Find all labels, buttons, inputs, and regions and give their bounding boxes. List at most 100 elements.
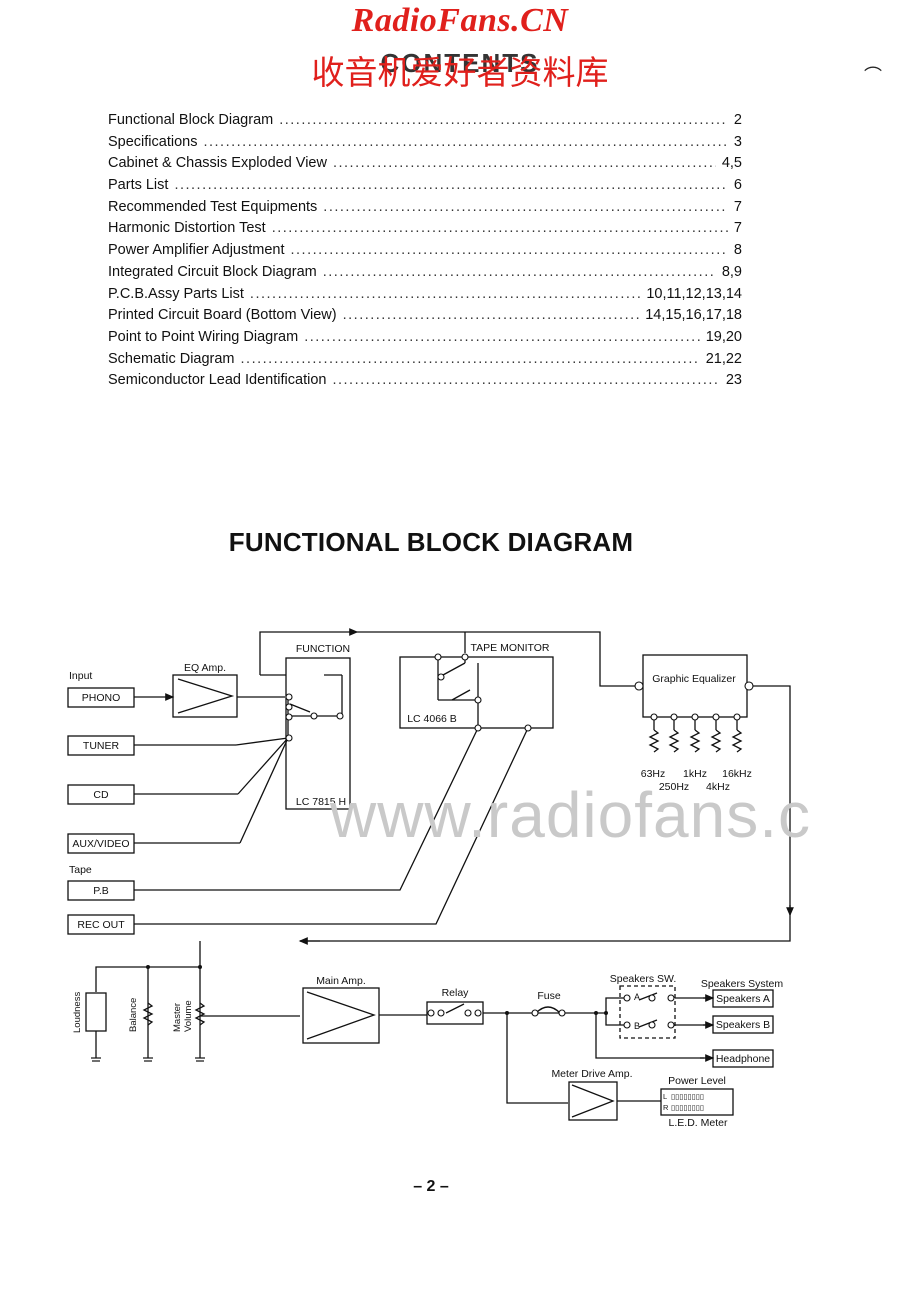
- label-volume: Volume: [183, 1000, 194, 1032]
- toc-entry-page: 14,15,16,17,18: [645, 307, 742, 324]
- toc-entry-title: Parts List: [108, 177, 169, 194]
- label-63hz: 63Hz: [641, 768, 666, 780]
- label-meter-dots-r: ▯▯▯▯▯▯▯▯: [671, 1103, 704, 1112]
- page-number: – 2 –: [413, 1178, 449, 1195]
- label-sw-b: B: [634, 1021, 640, 1031]
- toc-entry-page: 19,20: [705, 328, 742, 345]
- section-title: FUNCTIONAL BLOCK DIAGRAM: [228, 527, 634, 557]
- label-fuse: Fuse: [537, 990, 561, 1002]
- toc-entry-page: 6: [733, 177, 742, 194]
- label-tape-monitor: TAPE MONITOR: [471, 642, 550, 654]
- toc-entry-page: 7: [733, 220, 742, 237]
- toc-entry-title: P.C.B.Assy Parts List: [108, 285, 244, 302]
- toc-entry-title: Functional Block Diagram: [108, 112, 274, 128]
- toc-entry-page: 2: [733, 112, 742, 128]
- label-250hz: 250Hz: [659, 781, 689, 793]
- toc-entry: Functional Block Diagram 2: [108, 112, 742, 134]
- toc-entry: Semiconductor Lead Identification 23: [108, 372, 742, 394]
- meter-drive-amp-box: [568, 1081, 618, 1121]
- label-graphic-equalizer: Graphic Equalizer: [652, 673, 736, 685]
- label-meter-l: L: [663, 1092, 667, 1101]
- label-lc4066: LC 4066 B: [407, 713, 457, 725]
- toc-entry: Schematic Diagram 21,22: [108, 351, 742, 373]
- label-function: FUNCTION: [296, 643, 350, 655]
- toc-entry-title: Schematic Diagram: [108, 350, 235, 367]
- label-speakers-a: Speakers A: [716, 993, 770, 1005]
- label-4khz: 4kHz: [706, 781, 730, 793]
- label-meter-drive-amp: Meter Drive Amp.: [551, 1068, 632, 1080]
- label-cd: CD: [93, 789, 109, 801]
- label-meter-dots-l: ▯▯▯▯▯▯▯▯: [671, 1092, 704, 1101]
- loudness-box: [85, 992, 107, 1032]
- label-speakers-b: Speakers B: [716, 1019, 770, 1031]
- label-main-amp: Main Amp.: [316, 975, 366, 987]
- label-speakers-system: Speakers System: [701, 978, 784, 990]
- toc-entry-page: 7: [733, 198, 742, 215]
- toc-entry: P.C.B.Assy Parts List 10,11,12,13,14: [108, 286, 742, 308]
- watermark-chinese-title: 收音机爱好者资料库: [311, 53, 609, 92]
- toc-entry: Integrated Circuit Block Diagram 8,9: [108, 264, 742, 286]
- toc-entry-title: Point to Point Wiring Diagram: [108, 328, 299, 345]
- toc-entry: Point to Point Wiring Diagram 19,20: [108, 329, 742, 351]
- label-aux-video: AUX/VIDEO: [72, 838, 129, 850]
- label-meter-r: R: [663, 1103, 669, 1112]
- watermark-url: www.radiofans.c: [330, 779, 811, 851]
- label-master: Master: [172, 1003, 183, 1032]
- contents-heading: CONTENTS: [380, 48, 540, 78]
- toc-entry-page: 23: [725, 372, 742, 389]
- label-tuner: TUNER: [83, 740, 120, 752]
- watermark-site-title: RadioFans.CN: [351, 2, 569, 39]
- label-balance: Balance: [128, 998, 139, 1032]
- toc-entry-title: Printed Circuit Board (Bottom View): [108, 307, 337, 324]
- label-loudness: Loudness: [72, 992, 83, 1033]
- toc-entry-title: Cabinet & Chassis Exploded View: [108, 155, 327, 172]
- toc-entry: Recommended Test Equipments 7: [108, 199, 742, 221]
- label-tape: Tape: [69, 864, 92, 876]
- label-input: Input: [69, 670, 92, 682]
- toc-entry: Parts List 6: [108, 177, 742, 199]
- label-rec-out: REC OUT: [77, 919, 125, 931]
- label-16khz: 16kHz: [722, 768, 752, 780]
- label-relay: Relay: [442, 987, 470, 999]
- function-box: [285, 657, 351, 810]
- label-sw-a: A: [634, 992, 640, 1002]
- label-eq-amp: EQ Amp.: [184, 662, 226, 674]
- eq-amp-box: [172, 674, 238, 718]
- toc-entry-title: Harmonic Distortion Test: [108, 220, 266, 237]
- graphic-equalizer-box: [642, 654, 748, 718]
- toc-entry-title: Recommended Test Equipments: [108, 198, 318, 215]
- toc-entry: Specifications 3: [108, 134, 742, 156]
- label-1khz: 1kHz: [683, 768, 707, 780]
- label-headphone: Headphone: [716, 1053, 770, 1065]
- toc-entry: Power Amplifier Adjustment 8: [108, 242, 742, 264]
- label-power-level: Power Level: [668, 1075, 726, 1087]
- toc-entry-page: 4,5: [721, 155, 742, 172]
- toc-entry: Cabinet & Chassis Exploded View 4,5: [108, 155, 742, 177]
- toc-entry-title: Integrated Circuit Block Diagram: [108, 263, 317, 280]
- toc-entry: Harmonic Distortion Test 7: [108, 220, 742, 242]
- toc-entry-page: 21,22: [705, 350, 742, 367]
- toc-entry-page: 10,11,12,13,14: [646, 285, 742, 302]
- toc-entry-page: 8: [733, 242, 742, 259]
- led-meter-box: [660, 1088, 734, 1116]
- headphone-box: [712, 1049, 774, 1068]
- speakers-switch-box: [619, 985, 676, 1039]
- label-phono: PHONO: [82, 692, 121, 704]
- speakers-b-box: [712, 1015, 774, 1034]
- speakers-a-box: [712, 989, 774, 1008]
- toc-entry: Printed Circuit Board (Bottom View) 14,15…: [108, 307, 742, 329]
- toc-entry-page: 3: [733, 133, 742, 150]
- label-pb: P.B: [93, 885, 109, 897]
- main-amp-box: [302, 987, 380, 1044]
- label-led-meter: L.E.D. Meter: [669, 1117, 728, 1129]
- corner-mark: ⌒: [864, 66, 882, 86]
- label-speakers-sw: Speakers SW.: [610, 973, 677, 985]
- label-lc7815: LC 7815 H: [296, 796, 346, 808]
- toc-entry-page: 8,9: [721, 263, 742, 280]
- toc-entry-title: Semiconductor Lead Identification: [108, 372, 327, 389]
- toc-entry-title: Specifications: [108, 133, 198, 150]
- equalizer-sliders: [648, 717, 743, 753]
- toc-entry-title: Power Amplifier Adjustment: [108, 242, 285, 259]
